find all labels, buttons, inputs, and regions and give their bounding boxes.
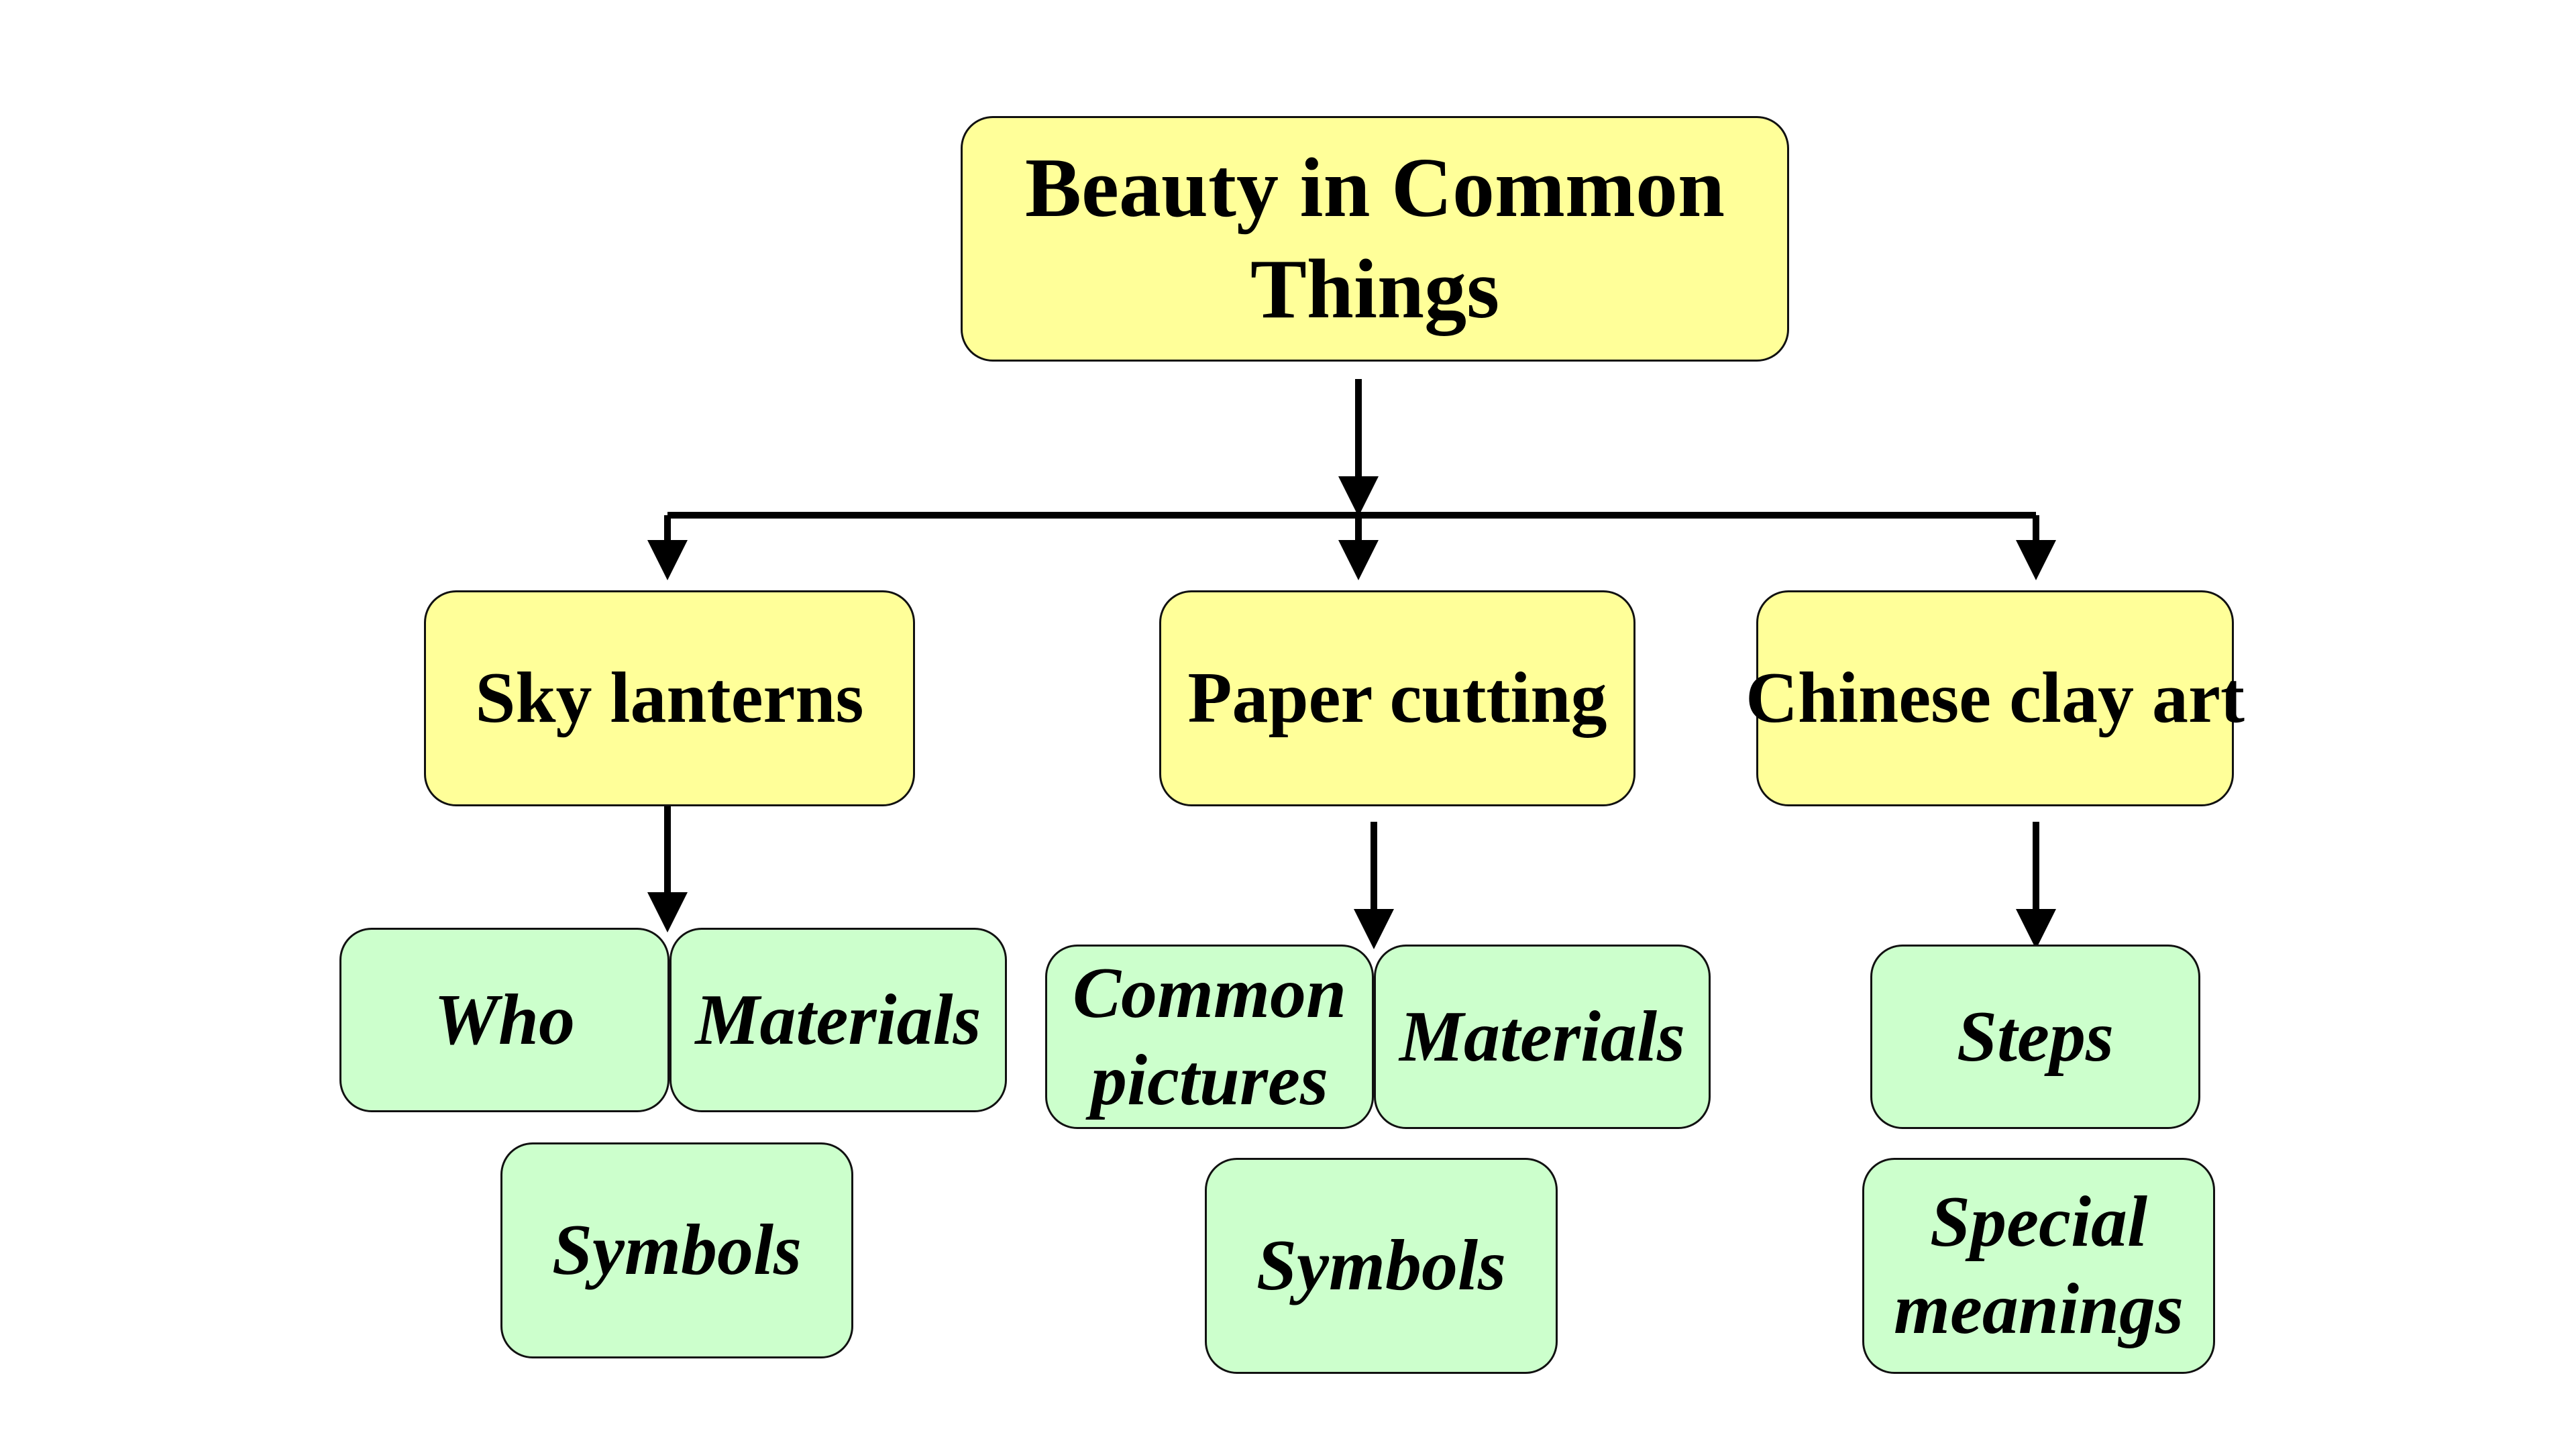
root-topic-box: Beauty in Common Things	[961, 116, 1789, 362]
item-label-special-meanings: Special meanings	[1893, 1182, 2184, 1349]
item-label-sky-symbols: Symbols	[551, 1210, 802, 1291]
item-label-paper-materials: Materials	[1399, 996, 1686, 1077]
item-label-paper-symbols: Symbols	[1256, 1226, 1507, 1306]
category-box-clay-art: Chinese clay art	[1746, 590, 2245, 806]
category-box-paper-cutting: Paper cutting	[1159, 590, 1635, 806]
item-box-paper-symbols: Symbols	[1205, 1158, 1558, 1374]
category-label-sky-lanterns: Sky lanterns	[475, 658, 864, 739]
item-box-sky-materials: Materials	[669, 928, 1007, 1112]
item-box-common-pictures: Common pictures	[1045, 945, 1374, 1129]
item-label-who: Who	[433, 979, 576, 1060]
item-box-steps: Steps	[1870, 945, 2200, 1129]
item-label-steps: Steps	[1956, 996, 2114, 1077]
category-label-clay-art: Chinese clay art	[1746, 658, 2245, 739]
category-label-paper-cutting: Paper cutting	[1187, 658, 1607, 739]
item-box-special-meanings: Special meanings	[1862, 1158, 2215, 1374]
item-box-sky-symbols: Symbols	[500, 1142, 853, 1358]
item-box-who: Who	[339, 928, 669, 1112]
item-box-paper-materials: Materials	[1374, 945, 1711, 1129]
item-label-sky-materials: Materials	[695, 979, 981, 1060]
root-topic-label: Beauty in Common Things	[1024, 141, 1725, 336]
item-label-common-pictures: Common pictures	[1072, 953, 1347, 1120]
category-box-sky-lanterns: Sky lanterns	[424, 590, 915, 806]
